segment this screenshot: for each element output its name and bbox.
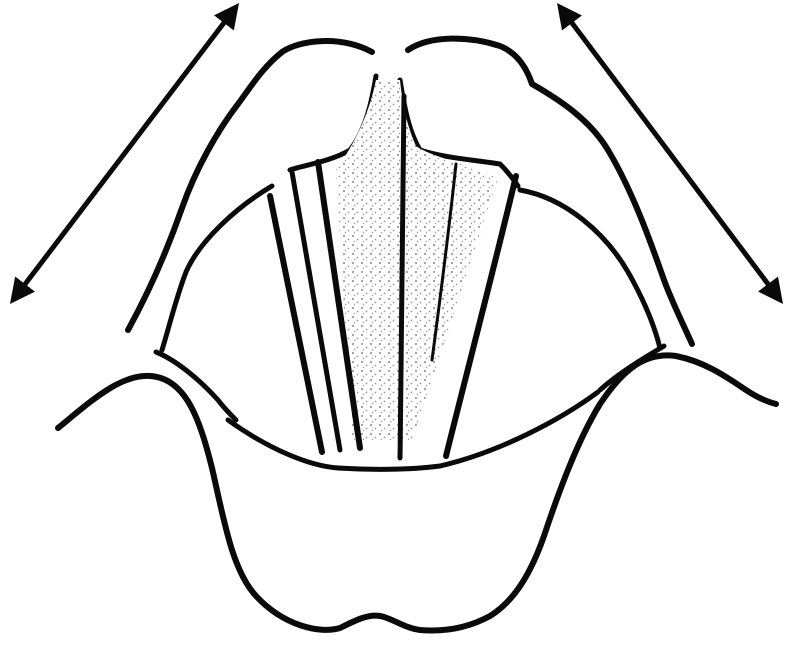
inlet-left-side: [156, 352, 236, 420]
glottis-stipple: [336, 80, 498, 440]
vestibular-fold-left-outer: [270, 196, 322, 452]
right-double-arrow: [560, 7, 780, 300]
left-double-arrow: [13, 7, 236, 300]
